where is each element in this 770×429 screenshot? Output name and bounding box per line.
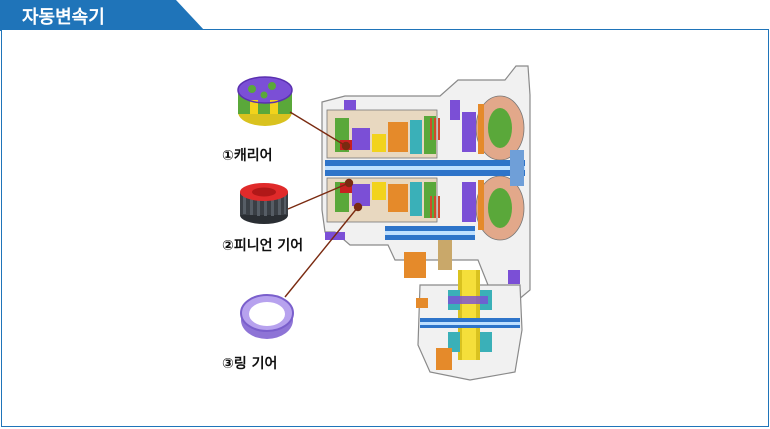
carrier-label: ①캐리어 [222,148,273,164]
ring-gear-leader-line [284,206,359,298]
transmission-cross-section [321,65,531,381]
pinion-leader-line [287,182,350,210]
ring-gear-leader-dot [353,202,363,212]
page-title: 자동변속기 [22,7,105,28]
title-tab-shape [0,0,205,31]
title-tab: 자동변속기 [0,0,205,31]
carrier-leader-dot [341,141,351,151]
ring-gear-label: ③링 기어 [222,356,278,372]
carrier-part-image [237,76,293,126]
carrier-leader-line [289,111,347,147]
leader-lines [284,111,363,298]
pinion-leader-dot [344,178,354,188]
ring-gear-part-image [240,294,294,339]
pinion-part-image [240,183,288,224]
pinion-gear-label: ②피니언 기어 [222,238,304,254]
